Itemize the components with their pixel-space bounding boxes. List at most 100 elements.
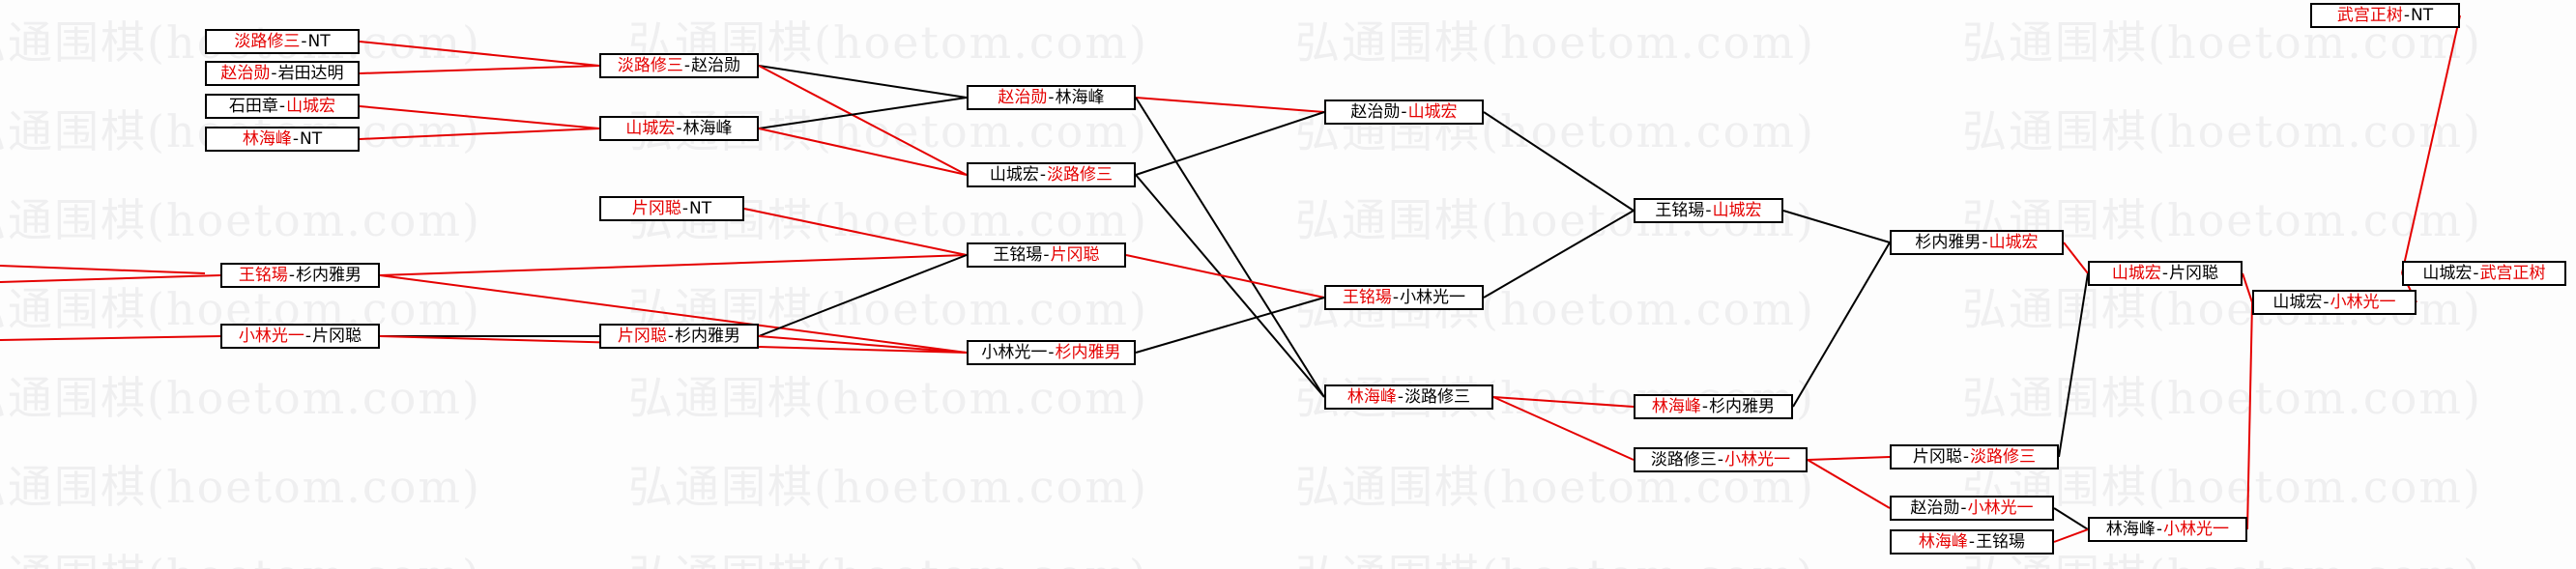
winner-name: 山城宏 (1407, 101, 1458, 122)
loser-name: 赵治勋 (691, 55, 741, 75)
player-separator: - (681, 198, 689, 218)
match-node[interactable]: 林海峰-NT (205, 127, 360, 152)
match-node[interactable]: 小林光一-杉内雅男 (967, 340, 1136, 365)
winner-name: 王铭瑒 (1342, 287, 1392, 307)
loser-name: 石田章 (228, 96, 278, 116)
bracket-connector (743, 208, 968, 256)
loser-name: 杉内雅男 (1709, 396, 1776, 416)
match-node[interactable]: 王铭瑒-山城宏 (1634, 198, 1783, 223)
player-separator: - (2156, 519, 2163, 539)
winner-name: 片冈聪 (1050, 244, 1100, 265)
match-node[interactable]: 片冈聪-淡路修三 (1890, 444, 2059, 469)
match-node[interactable]: 山城宏-武宫正树 (2402, 261, 2566, 286)
match-node[interactable]: 赵治勋-山城宏 (1324, 100, 1484, 125)
bracket-connector (359, 128, 600, 140)
loser-name: 杉内雅男 (675, 326, 741, 346)
bracket-connector (359, 105, 600, 129)
match-node[interactable]: 杉内雅男-山城宏 (1890, 230, 2064, 255)
bracket-connector (1807, 456, 1891, 461)
bracket-connector (379, 274, 968, 354)
match-node[interactable]: 山城宏-小林光一 (2252, 290, 2417, 315)
bracket-connector (1492, 396, 1635, 461)
player-separator: - (1392, 287, 1400, 307)
player-separator: - (676, 118, 682, 138)
player-separator: - (301, 31, 307, 51)
player-separator: - (278, 96, 286, 116)
loser-name: NT (2411, 5, 2434, 25)
player-separator: - (1048, 342, 1055, 362)
player-separator: - (1705, 200, 1712, 220)
loser-name: 岩田达明 (277, 63, 344, 83)
match-node[interactable]: 赵治勋-岩田达明 (205, 61, 360, 86)
loser-name: 杉内雅男 (296, 265, 362, 285)
loser-name: 林海峰 (2105, 519, 2156, 539)
winner-name: 王铭瑒 (238, 265, 288, 285)
match-node[interactable]: 王铭瑒-片冈聪 (967, 242, 1126, 268)
loser-name: 杉内雅男 (1915, 232, 1982, 252)
loser-name: 王铭瑒 (1655, 200, 1705, 220)
bracket-connector (379, 254, 968, 276)
match-node[interactable]: 小林光一-片冈聪 (220, 324, 380, 349)
winner-name: 山城宏 (1988, 232, 2039, 252)
winner-name: 淡路修三 (617, 55, 683, 75)
loser-name: 王铭瑒 (993, 244, 1043, 265)
player-separator: - (667, 326, 675, 346)
bracket-connector (1782, 210, 1891, 243)
loser-name: NT (300, 128, 323, 149)
match-node[interactable]: 林海峰-淡路修三 (1324, 384, 1493, 410)
bracket-connector (758, 97, 968, 129)
match-node[interactable]: 片冈聪-杉内雅男 (599, 324, 759, 349)
loser-name: NT (307, 31, 331, 51)
match-node[interactable]: 片冈聪-NT (599, 196, 744, 221)
winner-name: 林海峰 (1651, 396, 1701, 416)
match-node[interactable]: 林海峰-小林光一 (2088, 517, 2247, 542)
match-node[interactable]: 王铭瑒-杉内雅男 (220, 263, 380, 288)
player-separator: - (1039, 164, 1047, 185)
winner-name: 武宫正树 (2336, 5, 2403, 25)
match-node[interactable]: 王铭瑒-小林光一 (1324, 285, 1484, 310)
loser-name: 山城宏 (2272, 292, 2323, 312)
bracket-connector (758, 128, 968, 176)
match-node[interactable]: 石田章-山城宏 (205, 94, 360, 119)
player-separator: - (1401, 101, 1407, 122)
winner-name: 小林光一 (2163, 519, 2230, 539)
player-separator: - (1962, 446, 1970, 467)
winner-name: 山城宏 (1712, 200, 1762, 220)
winner-name: 淡路修三 (1047, 164, 1114, 185)
bracket-connector (0, 265, 206, 274)
bracket-connector (359, 41, 600, 67)
match-node[interactable]: 林海峰-王铭瑒 (1890, 529, 2054, 555)
winner-name: 杉内雅男 (1055, 342, 1121, 362)
match-node[interactable]: 淡路修三-小林光一 (1634, 447, 1808, 472)
bracket-connector (2063, 242, 2089, 274)
bracket-connector (2053, 507, 2089, 530)
loser-name: 赵治勋 (1350, 101, 1401, 122)
match-node[interactable]: 淡路修三-NT (205, 29, 360, 54)
match-node[interactable]: 武宫正树-NT (2310, 3, 2460, 28)
match-node[interactable]: 山城宏-片冈聪 (2088, 261, 2243, 286)
bracket-connector (1792, 242, 1891, 408)
bracket-connector (0, 335, 221, 341)
player-separator: - (1717, 449, 1724, 469)
loser-name: 片冈聪 (312, 326, 362, 346)
player-separator: - (1048, 87, 1055, 107)
winner-name: 小林光一 (238, 326, 304, 346)
match-node[interactable]: 山城宏-淡路修三 (967, 162, 1136, 187)
bracket-connector (2401, 14, 2461, 274)
match-node[interactable]: 淡路修三-赵治勋 (599, 53, 759, 78)
bracket-connector (758, 335, 968, 354)
match-node[interactable]: 赵治勋-林海峰 (967, 85, 1136, 110)
match-node[interactable]: 山城宏-林海峰 (599, 116, 759, 141)
winner-name: 淡路修三 (1970, 446, 2037, 467)
match-node[interactable]: 林海峰-杉内雅男 (1634, 394, 1793, 419)
winner-name: 小林光一 (2330, 292, 2396, 312)
bracket-connector (359, 65, 600, 74)
bracket-connector (1135, 297, 1325, 354)
winner-name: 片冈聪 (617, 326, 667, 346)
loser-name: 王铭瑒 (1976, 531, 2026, 552)
match-node[interactable]: 赵治勋-小林光一 (1890, 496, 2054, 521)
loser-name: 山城宏 (989, 164, 1039, 185)
winner-name: 山城宏 (286, 96, 336, 116)
